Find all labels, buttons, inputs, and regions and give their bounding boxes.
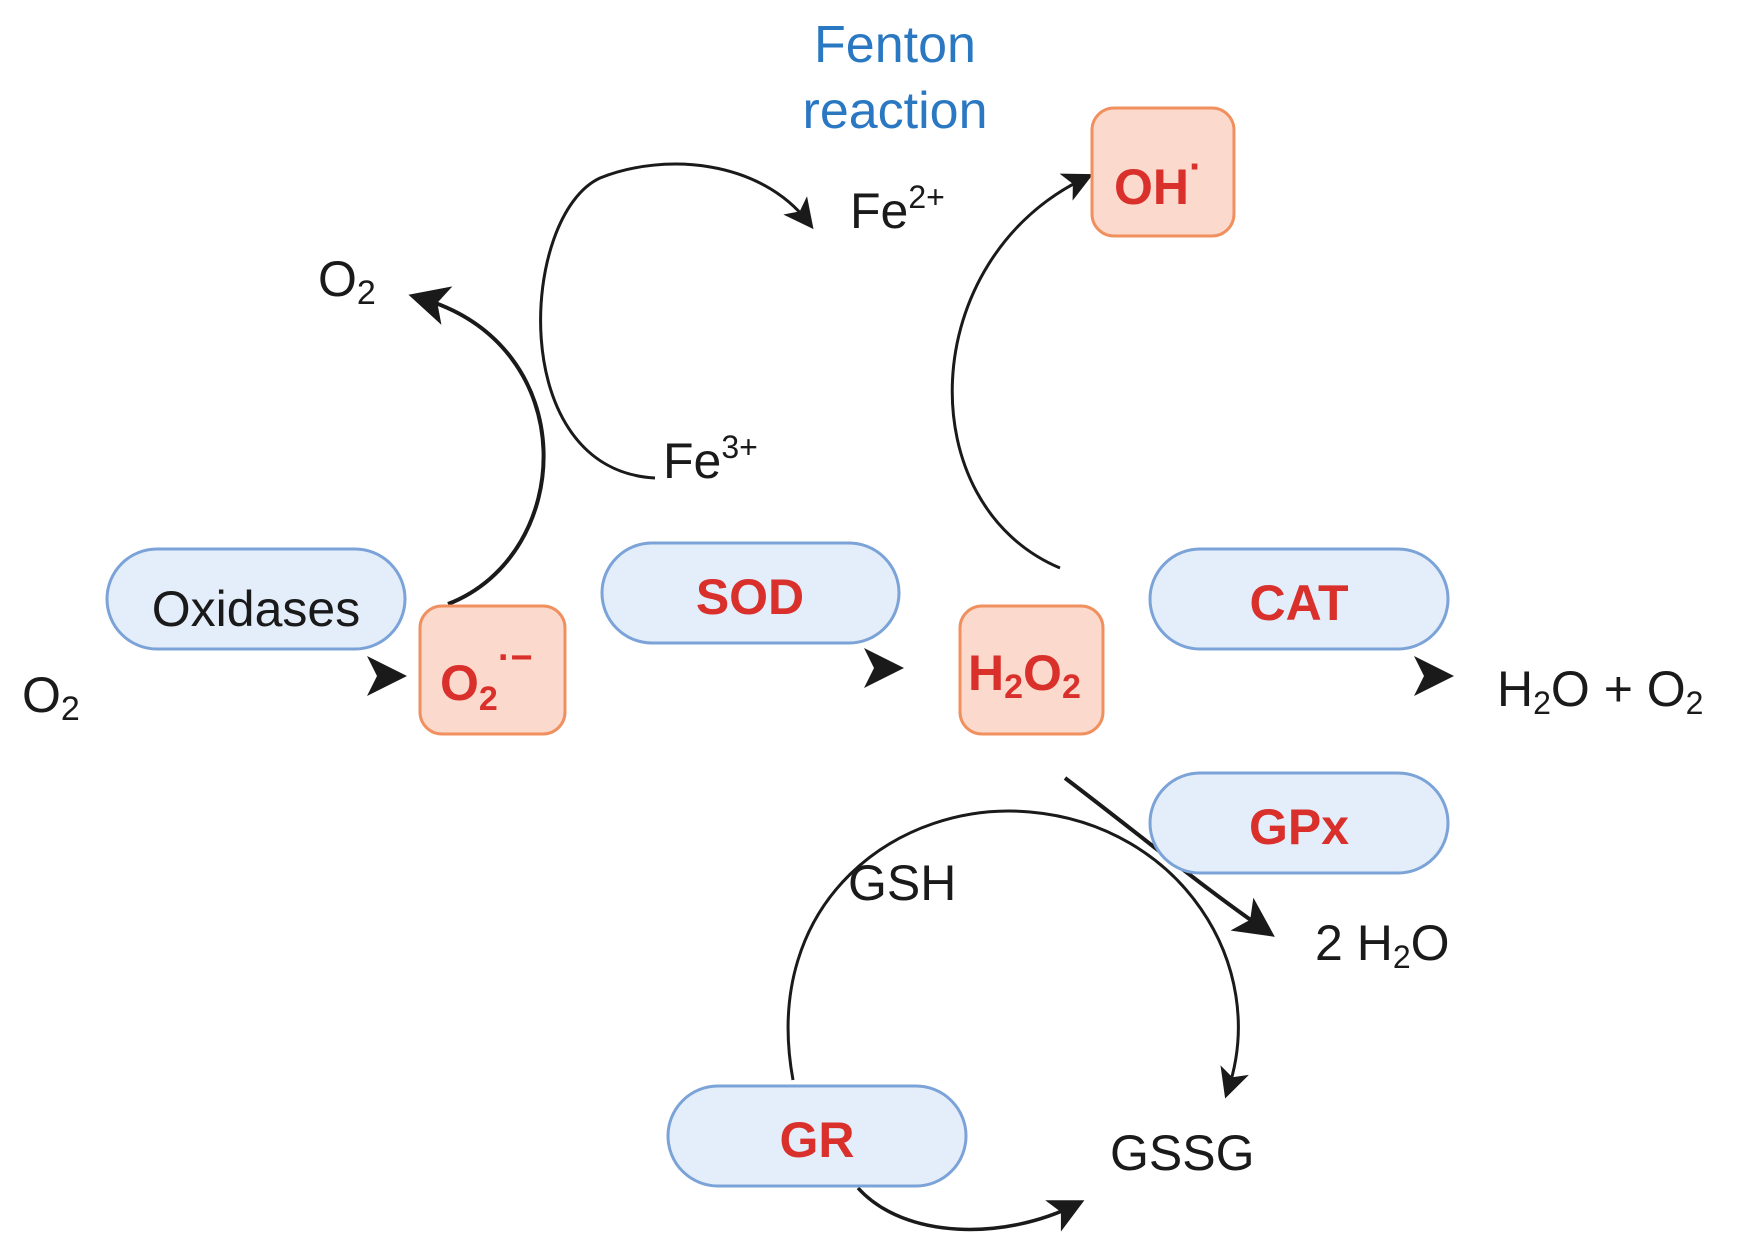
enzyme-cat: CAT — [1148, 547, 1450, 651]
enzyme-gr-label: GR — [780, 1112, 855, 1168]
label-fe2: Fe2+ — [850, 179, 945, 239]
arrow-superoxide-to-o2 — [408, 286, 546, 606]
arrow-h2o2-to-hydroxyl — [950, 173, 1094, 570]
superoxide-formula: O2·− — [440, 637, 533, 718]
enzyme-gr: GR — [666, 1084, 968, 1188]
arrow-fe3-to-fe2 — [539, 162, 814, 480]
label-o2-left: O2 — [22, 667, 80, 728]
species-hydroxyl: OH· — [1090, 106, 1236, 238]
species-hydrogen-peroxide: H2O2 — [958, 604, 1105, 736]
enzyme-gpx-label: GPx — [1249, 799, 1349, 855]
enzyme-oxidases-label: Oxidases — [152, 581, 360, 637]
label-two-water: 2 H2O — [1315, 915, 1450, 975]
enzyme-sod: SOD — [600, 541, 901, 645]
enzyme-oxidases: Oxidases — [105, 547, 407, 651]
label-o2-top: O2 — [318, 251, 376, 312]
fenton-title: Fenton reaction — [803, 16, 988, 140]
arrow-gsh-to-gssg — [786, 809, 1249, 1099]
enzyme-cat-label: CAT — [1249, 575, 1348, 631]
label-fe3: Fe3+ — [663, 429, 758, 489]
arrow-gr — [856, 1186, 1085, 1232]
hydroxyl-formula: OH· — [1114, 145, 1202, 215]
label-water-oxygen: H2O + O2 — [1497, 661, 1703, 721]
enzyme-gpx: GPx — [1148, 771, 1450, 875]
label-gssg: GSSG — [1110, 1125, 1254, 1181]
title-line2: reaction — [803, 82, 988, 140]
species-superoxide: O2·− — [418, 604, 567, 736]
label-gsh: GSH — [848, 855, 956, 911]
title-line1: Fenton — [814, 16, 976, 74]
enzyme-sod-label: SOD — [696, 569, 804, 625]
hydrogen-peroxide-formula: H2O2 — [968, 645, 1081, 706]
